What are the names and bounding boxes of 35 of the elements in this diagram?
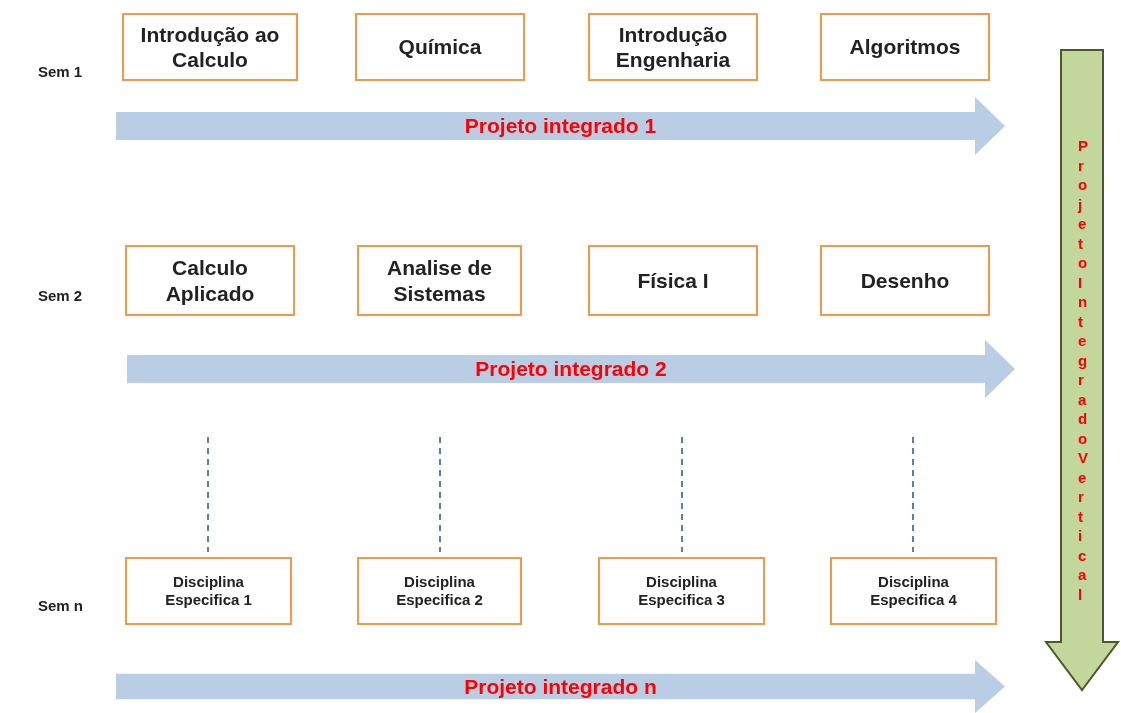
course-name: Projeto Integrado Vertical [1077, 136, 1087, 604]
course-name: Calculo Aplicado [164, 255, 256, 306]
course-box [122, 13, 298, 81]
course-name: Disciplina Especifica 2 [395, 573, 484, 609]
course-box [357, 557, 522, 625]
course-name: Disciplina Especifica 1 [164, 573, 253, 609]
semester-label: Sem 2 [38, 287, 83, 304]
course-box [125, 557, 292, 625]
course-box [830, 557, 997, 625]
course-name: Física I [637, 267, 709, 294]
course-box [125, 245, 295, 316]
course-name: Projeto integrado 1 [464, 114, 657, 138]
course-box [357, 245, 522, 316]
course-name: Analise de Sistemas [385, 255, 493, 306]
arrow-band [116, 660, 1005, 713]
course-name: Desenho [860, 267, 950, 294]
semester-label: Sem 1 [38, 63, 83, 80]
course-name: Projeto integrado 2 [475, 357, 667, 381]
arrow-band [127, 340, 1015, 398]
course-name: Introdução Engenharia [614, 21, 732, 73]
course-box [355, 13, 525, 81]
course-box [588, 13, 758, 81]
course-name: Disciplina Especifica 3 [637, 573, 726, 609]
course-box [820, 13, 990, 81]
vertical-arrow-band [1046, 50, 1118, 690]
course-name: Introdução ao Calculo [139, 21, 281, 73]
course-name: Algoritmos [849, 34, 961, 60]
course-name: Disciplina Especifica 4 [869, 573, 958, 609]
semester-label: Sem n [38, 597, 83, 614]
course-name: Química [398, 34, 482, 60]
course-box [588, 245, 758, 316]
arrow-band [116, 97, 1005, 155]
course-name: Projeto integrado n [464, 674, 657, 699]
course-box [598, 557, 765, 625]
course-box [820, 245, 990, 316]
